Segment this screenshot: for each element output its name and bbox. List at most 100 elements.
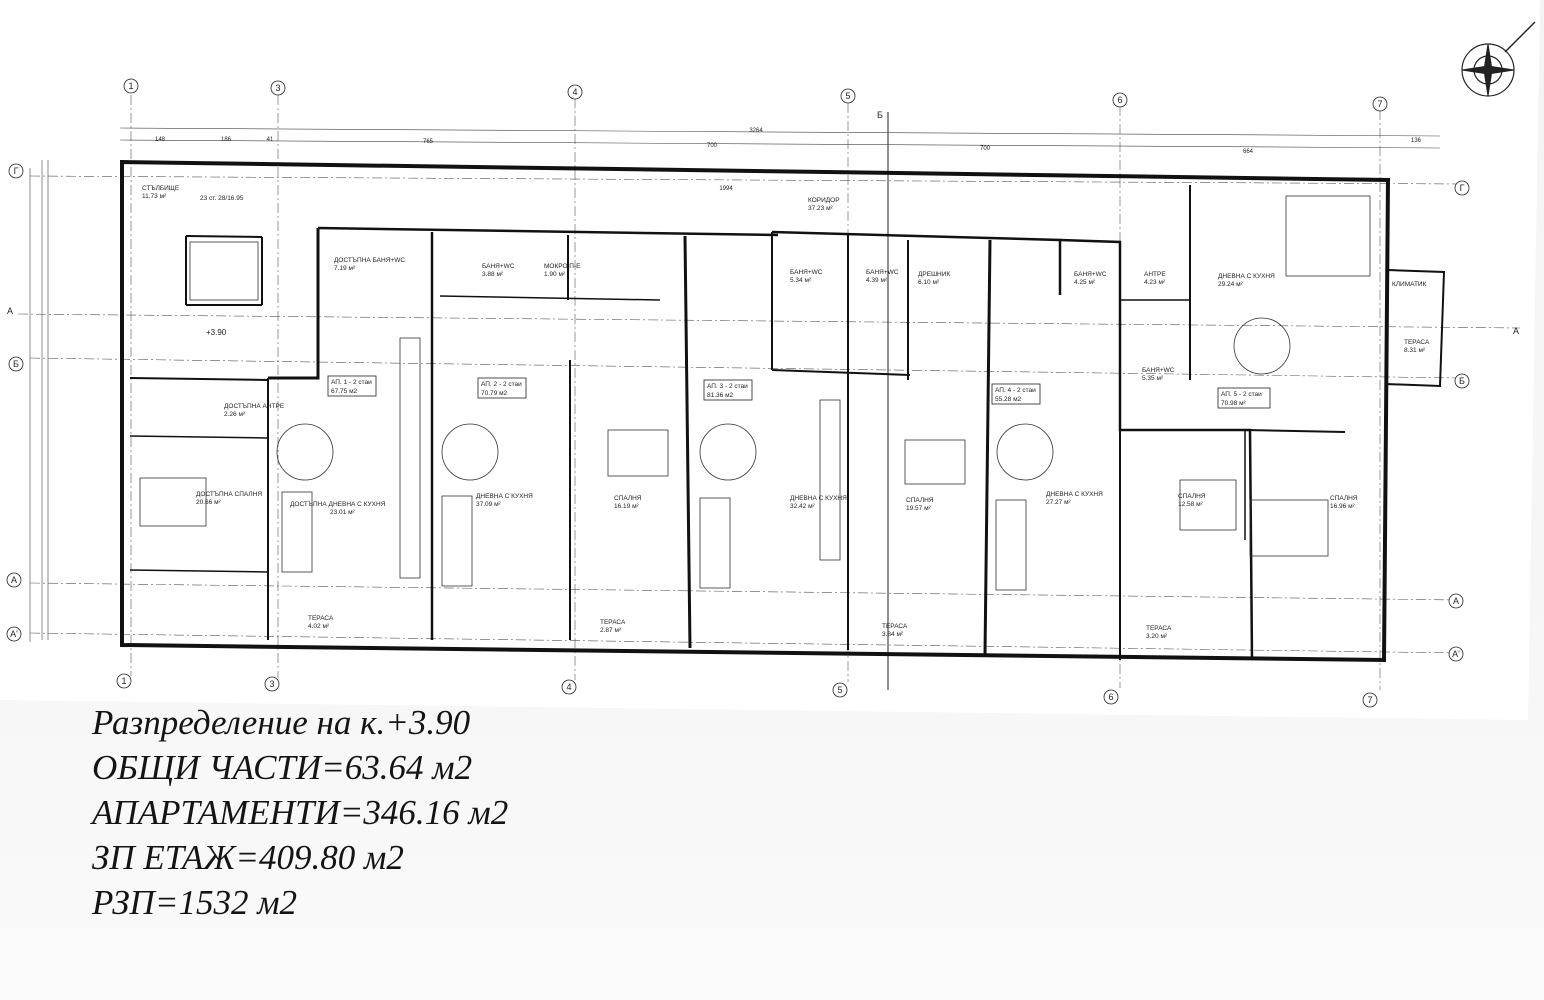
cut-mark: Б [877,110,883,120]
axis-row-g: Г [14,166,19,176]
room-area: 37.23 м² [808,205,834,212]
room-name: ДОСТЪПНА АНТРЕ [224,403,285,410]
room-area: 20.66 м² [196,499,222,506]
room-name: СПАЛНЯ [614,495,642,502]
room-name: ДНЕВНА С КУХНЯ [790,495,847,502]
corridor-dim: 1994 [719,186,733,192]
axis-row-a-prime: А' [10,629,18,639]
room-name: БАНЯ+WC [866,269,899,276]
dim-seg: 700 [707,143,718,149]
room-name: ДОСТЪПНА БАНЯ+WC [334,257,405,264]
room-area: 5.35 м² [1142,375,1164,382]
dim-seg: 186 [221,137,232,143]
room-name: БАНЯ+WC [790,269,823,276]
axis-col-3-bottom: 3 [269,679,274,689]
room-area: 29.24 м² [1218,281,1244,288]
room-area: 8.31 м² [1404,347,1426,354]
summary-apartments: АПАРТАМЕНТИ=346.16 м2 [92,793,509,832]
axis-col-1: 1 [128,81,133,91]
room-area: 3.88 м² [482,271,504,278]
dim-seg: 41 [267,137,274,143]
section-mark-right: А [1513,326,1519,336]
room-name: ТЕРАСА [1146,625,1172,632]
summary-common-parts: ОБЩИ ЧАСТИ=63.64 м2 [92,748,473,787]
room-area: 4.23 м² [1144,279,1166,286]
room-name: КОРИДОР [808,197,840,204]
axis-row-b-right: Б [1459,376,1465,386]
dim-seg: 765 [423,139,434,145]
axis-col-7: 7 [1377,99,1382,109]
room-name: СПАЛНЯ [1330,495,1358,502]
summary-title: Разпределение на к.+3.90 [92,703,471,742]
apartment-label: АП. 5 - 2 стаи [1221,391,1262,398]
axis-row-a: А [11,575,17,585]
room-area: 4.39 м² [866,277,888,284]
room-name: БАНЯ+WC [1142,367,1175,374]
room-name: СПАЛНЯ [1178,493,1206,500]
room-area: 2.87 м² [600,627,622,634]
area-summary: Разпределение на к.+3.90 ОБЩИ ЧАСТИ=63.6… [92,700,612,925]
ac-label: КЛИМАТИК [1392,281,1427,288]
room-area: 2.26 м² [224,411,246,418]
room-name: ТЕРАСА [308,615,334,622]
room-name: БАНЯ+WC [1074,271,1107,278]
room-name: ТЕРАСА [600,619,626,626]
apartment-label: АП. 3 - 2 стаи [707,383,748,390]
room-name: БАНЯ+WC [482,263,515,270]
room-name: ДОСТЪПНА ДНЕВНА С КУХНЯ [290,501,386,508]
axis-row-a-prime-right: А' [1452,649,1460,659]
apartment-area: 81.36 м2 [707,392,734,399]
dim-total: 3264 [749,128,763,134]
room-area: 16.96 м² [1330,503,1356,510]
room-area: 3.20 м² [1146,633,1168,640]
stair-note: 23 ст. 28/16.95 [200,195,244,202]
apartment-area: 67.75 м2 [331,388,358,395]
room-area: 4.02 м² [308,623,330,630]
room-area: 12.58 м² [1178,501,1204,508]
dim-seg: 700 [980,146,991,152]
room-name: ДОСТЪПНА СПАЛНЯ [196,491,262,498]
room-name: ДНЕВНА С КУХНЯ [1218,273,1275,280]
axis-col-7-bottom: 7 [1367,695,1372,705]
axis-col-5: 5 [845,91,850,101]
room-area: 32.42 м² [790,503,816,510]
room-name: ТЕРАСА [1404,339,1430,346]
room-name: СПАЛНЯ [906,497,934,504]
apartment-label: АП. 1 - 2 стаи [331,379,372,386]
room-area: 23.01 м² [330,509,356,516]
drawing-sheet: 1 3 4 5 6 7 1 3 4 5 6 7 Г Б А А' Г Б А А… [6,21,1536,708]
dim-seg: 136 [1411,138,1422,144]
axis-row-a-right: А [1453,596,1459,606]
axis-row-b: Б [13,359,19,369]
axis-col-4-bottom: 4 [566,682,571,692]
room-name: АНТРЕ [1144,271,1166,278]
dim-seg: 148 [155,137,166,143]
dim-seg: 664 [1243,149,1254,155]
compass-icon [1461,21,1536,97]
summary-total-area: РЗП=1532 м2 [92,883,298,922]
axis-col-6: 6 [1117,95,1122,105]
apartment-label: АП. 4 - 2 стаи [995,387,1036,394]
room-area: 3.84 м² [882,631,904,638]
apartment-label: АП. 2 - 2 стаи [481,381,522,388]
room-name: ДРЕШНИК [918,271,950,278]
room-area: 37.09 м² [476,501,502,508]
axis-col-4: 4 [572,87,577,97]
apartment-area: 70.98 м² [1221,400,1247,407]
section-mark-left: А [7,306,13,316]
room-area: 27.27 м² [1046,499,1072,506]
axis-row-g-right: Г [1460,183,1465,193]
room-name: СТЪЛБИЩЕ [142,185,180,192]
room-area: 7.19 м² [334,265,356,272]
room-area: 1.90 м² [544,271,566,278]
room-area: 6.10 м² [918,279,940,286]
room-name: МОКРО П-Е [544,263,581,270]
room-name: ТЕРАСА [882,623,908,630]
room-area: 11.73 м² [142,193,167,200]
level-mark: +3.90 [206,328,227,337]
axis-col-1-bottom: 1 [121,676,126,686]
room-area: 16.19 м² [614,503,640,510]
apartment-area: 70.79 м2 [481,390,508,397]
axis-col-6-bottom: 6 [1108,692,1113,702]
apartment-area: 55.28 м2 [995,396,1022,403]
